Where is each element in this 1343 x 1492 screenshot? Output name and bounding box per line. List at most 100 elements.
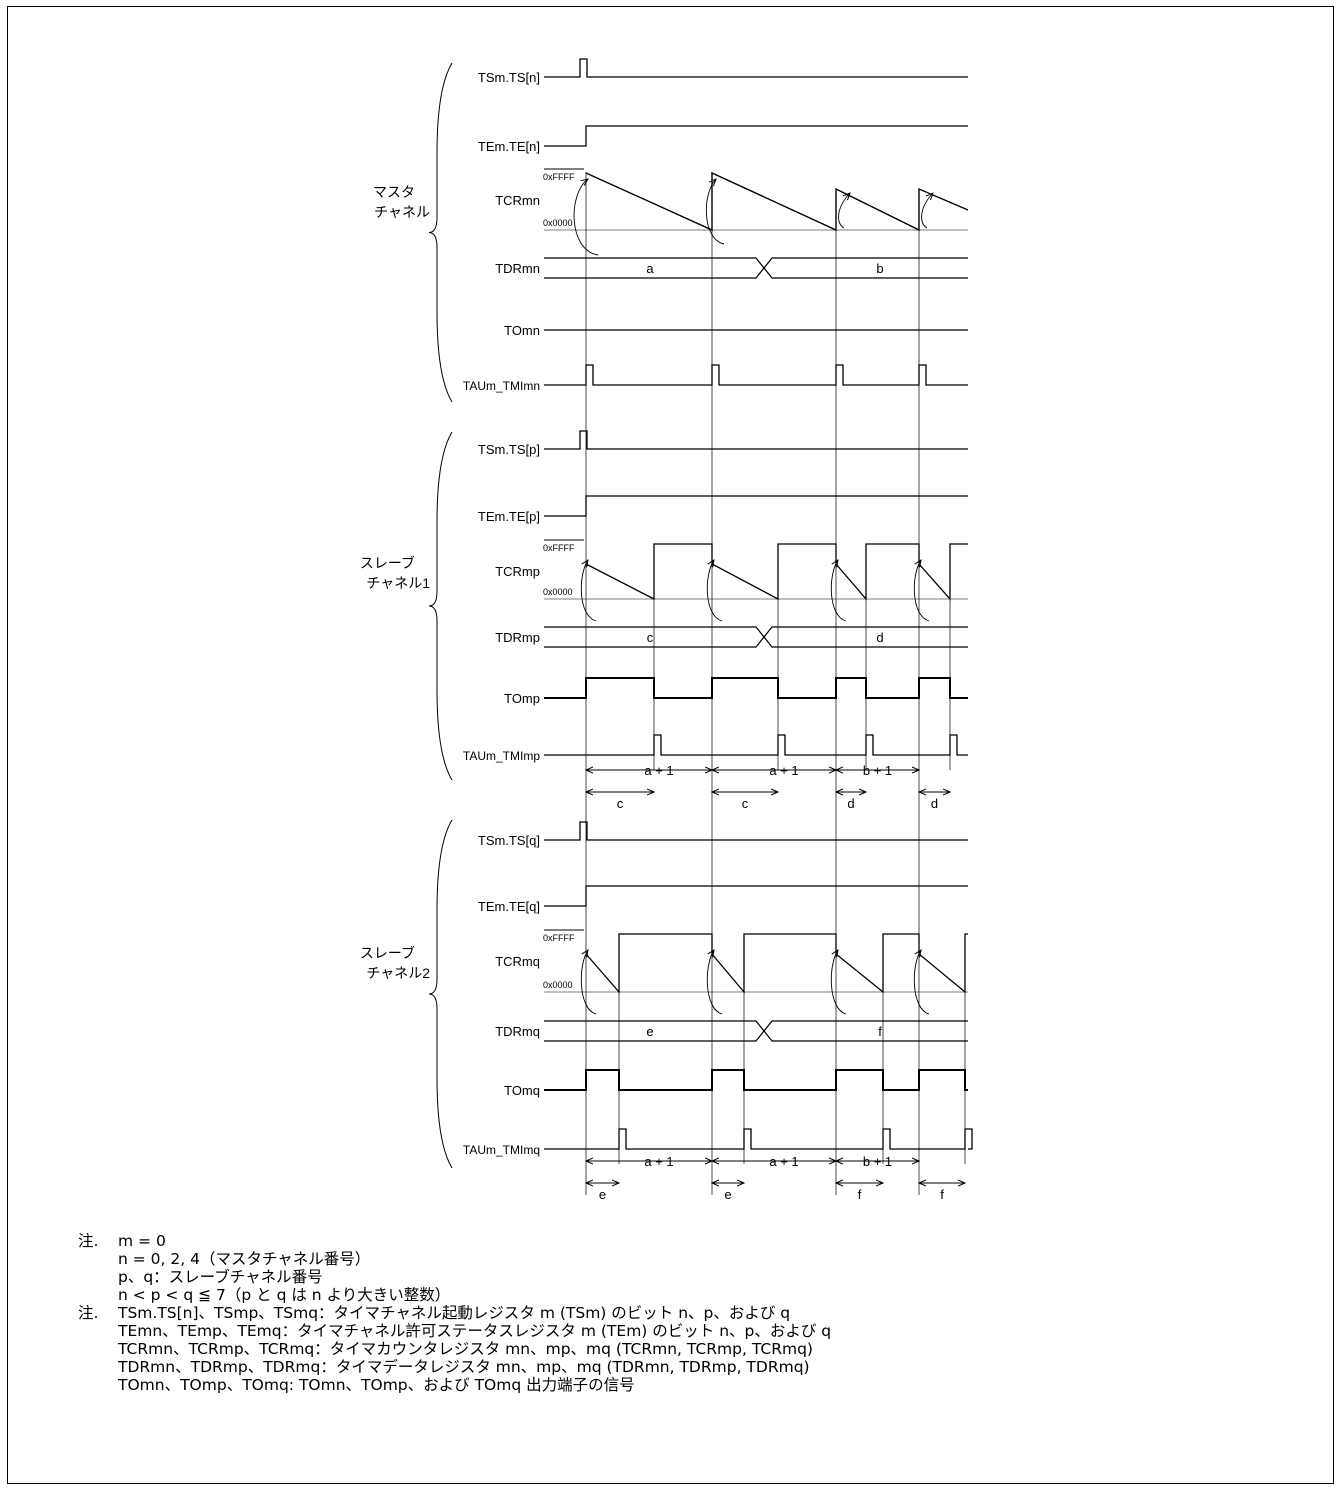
signal-name: TSm.TS[n] bbox=[478, 70, 540, 85]
counter-min-label: 0x0000 bbox=[543, 218, 573, 228]
note-line: n < p < q ≦ 7（p と q は n より大きい整数） bbox=[118, 1286, 451, 1304]
reload-arrow bbox=[921, 193, 933, 229]
tmi-waveform bbox=[544, 1128, 973, 1150]
counter-max-label: 0xFFFF bbox=[543, 933, 575, 943]
note-label-2: 注. bbox=[78, 1304, 99, 1322]
signal-name: TSm.TS[p] bbox=[478, 442, 540, 457]
period-label: a + 1 bbox=[644, 1154, 673, 1169]
width-label: f bbox=[858, 1187, 862, 1202]
group-brace bbox=[428, 62, 453, 403]
channel-label: スレーブ bbox=[360, 555, 415, 571]
width-label: d bbox=[847, 796, 854, 811]
signal-name: TAUm_TMImp bbox=[463, 749, 540, 763]
reload-arrow bbox=[573, 179, 599, 256]
signal-name: TOmq bbox=[504, 1083, 540, 1098]
signal-name: TAUm_TMImn bbox=[463, 379, 540, 393]
note-line: p、q：スレーブチャネル番号 bbox=[118, 1268, 323, 1286]
reload-arrow bbox=[838, 193, 850, 229]
counter-min-label: 0x0000 bbox=[543, 980, 573, 990]
signal-name: TEm.TE[p] bbox=[478, 509, 540, 524]
signal-name: TEm.TE[n] bbox=[478, 139, 540, 154]
tdr-value: f bbox=[878, 1024, 882, 1039]
note-line: TEmn、TEmp、TEmq：タイマチャネル許可ステータスレジスタ m (TEm… bbox=[118, 1322, 832, 1340]
period-label: a + 1 bbox=[769, 763, 798, 778]
width-label: f bbox=[940, 1187, 944, 1202]
signal-name: TCRmn bbox=[495, 193, 540, 208]
te-waveform bbox=[544, 885, 968, 907]
channel-label: スレーブ bbox=[360, 945, 415, 961]
tmi-waveform bbox=[544, 734, 968, 756]
tdr-waveform bbox=[544, 257, 968, 269]
reload-arrow bbox=[830, 950, 847, 1015]
signal-name: TDRmp bbox=[495, 630, 540, 645]
tmi-waveform bbox=[544, 364, 968, 386]
period-label: b + 1 bbox=[863, 1154, 892, 1169]
note-line: TDRmn、TDRmp、TDRmq：タイマデータレジスタ mn、mp、mq (T… bbox=[118, 1358, 810, 1376]
tcr-waveform bbox=[585, 933, 968, 994]
signal-name: TDRmq bbox=[495, 1024, 540, 1039]
note-line: TSm.TS[n]、TSmp、TSmq：タイマチャネル起動レジスタ m (TSm… bbox=[118, 1304, 791, 1322]
ts-waveform bbox=[544, 821, 968, 841]
channel-label: チャネル1 bbox=[366, 575, 430, 591]
tdr-value: d bbox=[876, 630, 883, 645]
reload-arrow bbox=[706, 950, 723, 1015]
tdr-waveform bbox=[544, 626, 968, 638]
channel-label: チャネル bbox=[374, 204, 430, 220]
reload-arrow bbox=[913, 560, 930, 622]
tdr-value: a bbox=[646, 261, 654, 276]
tdr-value: c bbox=[647, 630, 654, 645]
signal-name: TSm.TS[q] bbox=[478, 833, 540, 848]
signal-name: TCRmq bbox=[495, 954, 540, 969]
period-label: a + 1 bbox=[769, 1154, 798, 1169]
width-label: c bbox=[617, 796, 624, 811]
note-block-2: 注. TSm.TS[n]、TSmp、TSmq：タイマチャネル起動レジスタ m (… bbox=[78, 1304, 832, 1394]
reload-arrow bbox=[706, 560, 723, 622]
tdr-value: e bbox=[646, 1024, 653, 1039]
signal-name: TAUm_TMImq bbox=[463, 1143, 540, 1157]
tdr-waveform bbox=[544, 267, 968, 279]
to-waveform bbox=[544, 1069, 968, 1091]
figure-frame bbox=[7, 6, 1334, 1484]
width-label: e bbox=[724, 1187, 731, 1202]
width-label: c bbox=[742, 796, 749, 811]
counter-max-label: 0xFFFF bbox=[543, 172, 575, 182]
tcr-waveform bbox=[585, 543, 968, 601]
note-line: n = 0, 2, 4（マスタチャネル番号） bbox=[118, 1250, 371, 1268]
tdr-value: b bbox=[876, 261, 883, 276]
note-label-1: 注. bbox=[78, 1232, 99, 1250]
note-line: m = 0 bbox=[118, 1232, 166, 1250]
counter-max-label: 0xFFFF bbox=[543, 543, 575, 553]
group-brace bbox=[428, 431, 453, 781]
signal-name: TOmn bbox=[504, 323, 540, 338]
note-line: TOmn、TOmp、TOmq: TOmn、TOmp、および TOmq 出力端子の… bbox=[118, 1376, 635, 1394]
width-label: e bbox=[599, 1187, 606, 1202]
reload-arrow bbox=[580, 560, 597, 622]
period-label: a + 1 bbox=[644, 763, 673, 778]
period-label: b + 1 bbox=[863, 763, 892, 778]
signal-name: TOmp bbox=[504, 691, 540, 706]
tdr-waveform bbox=[544, 636, 968, 648]
reload-arrow bbox=[830, 560, 847, 622]
notes: 注. m = 0 n = 0, 2, 4（マスタチャネル番号） p、q：スレーブ… bbox=[78, 1232, 832, 1394]
tdr-waveform bbox=[544, 1030, 968, 1042]
ts-waveform bbox=[544, 430, 968, 450]
counter-min-label: 0x0000 bbox=[543, 587, 573, 597]
ts-waveform bbox=[544, 58, 968, 78]
reload-arrow bbox=[913, 950, 930, 1015]
te-waveform bbox=[544, 495, 968, 517]
to-waveform bbox=[544, 677, 968, 699]
group-brace bbox=[428, 819, 453, 1169]
signal-name: TDRmn bbox=[495, 261, 540, 276]
tcr-waveform bbox=[585, 171, 969, 232]
signal-name: TEm.TE[q] bbox=[478, 899, 540, 914]
reload-arrow bbox=[580, 950, 597, 1015]
note-line: TCRmn、TCRmp、TCRmq：タイマカウンタレジスタ mn、mp、mq (… bbox=[118, 1340, 813, 1358]
channel-label: チャネル2 bbox=[366, 965, 430, 981]
width-label: d bbox=[931, 796, 938, 811]
tdr-waveform bbox=[544, 1020, 968, 1032]
reload-arrow bbox=[705, 179, 725, 245]
note-block-1: 注. m = 0 n = 0, 2, 4（マスタチャネル番号） p、q：スレーブ… bbox=[78, 1232, 831, 1304]
signal-name: TCRmp bbox=[495, 564, 540, 579]
channel-label: マスタ bbox=[373, 184, 415, 200]
